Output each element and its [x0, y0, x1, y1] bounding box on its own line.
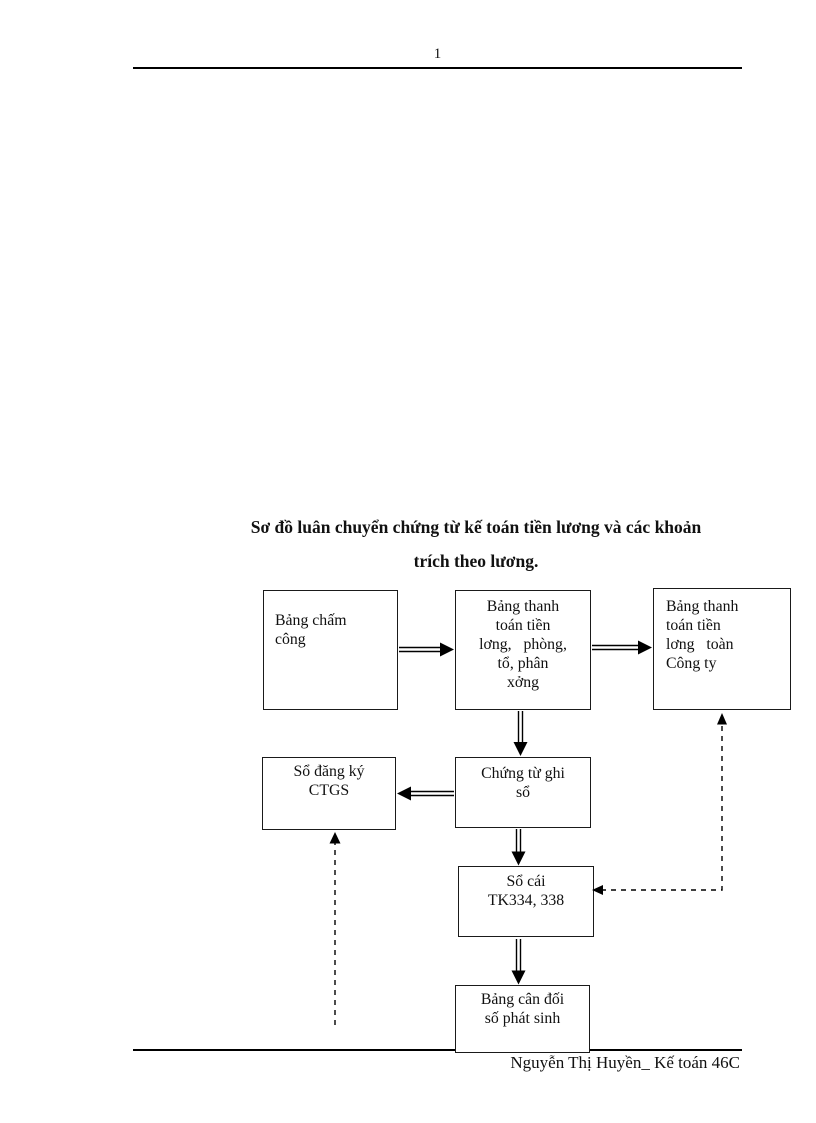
page-title: Sơ đồ luân chuyển chứng từ kế toán tiền … — [250, 517, 702, 571]
flow-box-bang-thanh-toan-bo-phan: Bảng thanh toán tiền lơng, phòng, tổ, ph… — [455, 590, 591, 710]
arrow-bophan-to-chungtu-icon — [513, 711, 528, 756]
arrow-bophan-to-congty-icon — [592, 640, 652, 655]
footer-rule — [133, 1049, 742, 1051]
flow-box-bang-thanh-toan-cong-ty: Bảng thanh toán tiền lơng toàn Công ty — [653, 588, 791, 710]
flow-box-chung-tu-ghi-so: Chứng từ ghi sổ — [455, 757, 591, 828]
arrow-chungtu-to-socai-icon — [511, 829, 526, 866]
footer-author: Nguyễn Thị Huyền_ Kế toán 46C — [510, 1053, 740, 1072]
arrow-chungtu-to-sodangky-icon — [397, 786, 454, 801]
dashed-arrow-to-sodangky-icon — [329, 832, 341, 1025]
page-number: 1 — [433, 46, 442, 62]
dashed-arrow-socai-congty-icon — [592, 713, 727, 895]
flow-box-so-dang-ky-ctgs: Sổ đăng ký CTGS — [262, 757, 396, 830]
flow-box-bang-can-doi: Bảng cân đối số phát sinh — [455, 985, 590, 1053]
flow-box-bang-cham-cong: Bảng chấm công — [263, 590, 398, 710]
arrow-socai-to-candoi-icon — [511, 939, 526, 985]
arrow-chamcong-to-bophan-icon — [399, 642, 454, 657]
header-rule — [133, 67, 742, 69]
flow-box-so-cai: Sổ cái TK334, 338 — [458, 866, 594, 937]
